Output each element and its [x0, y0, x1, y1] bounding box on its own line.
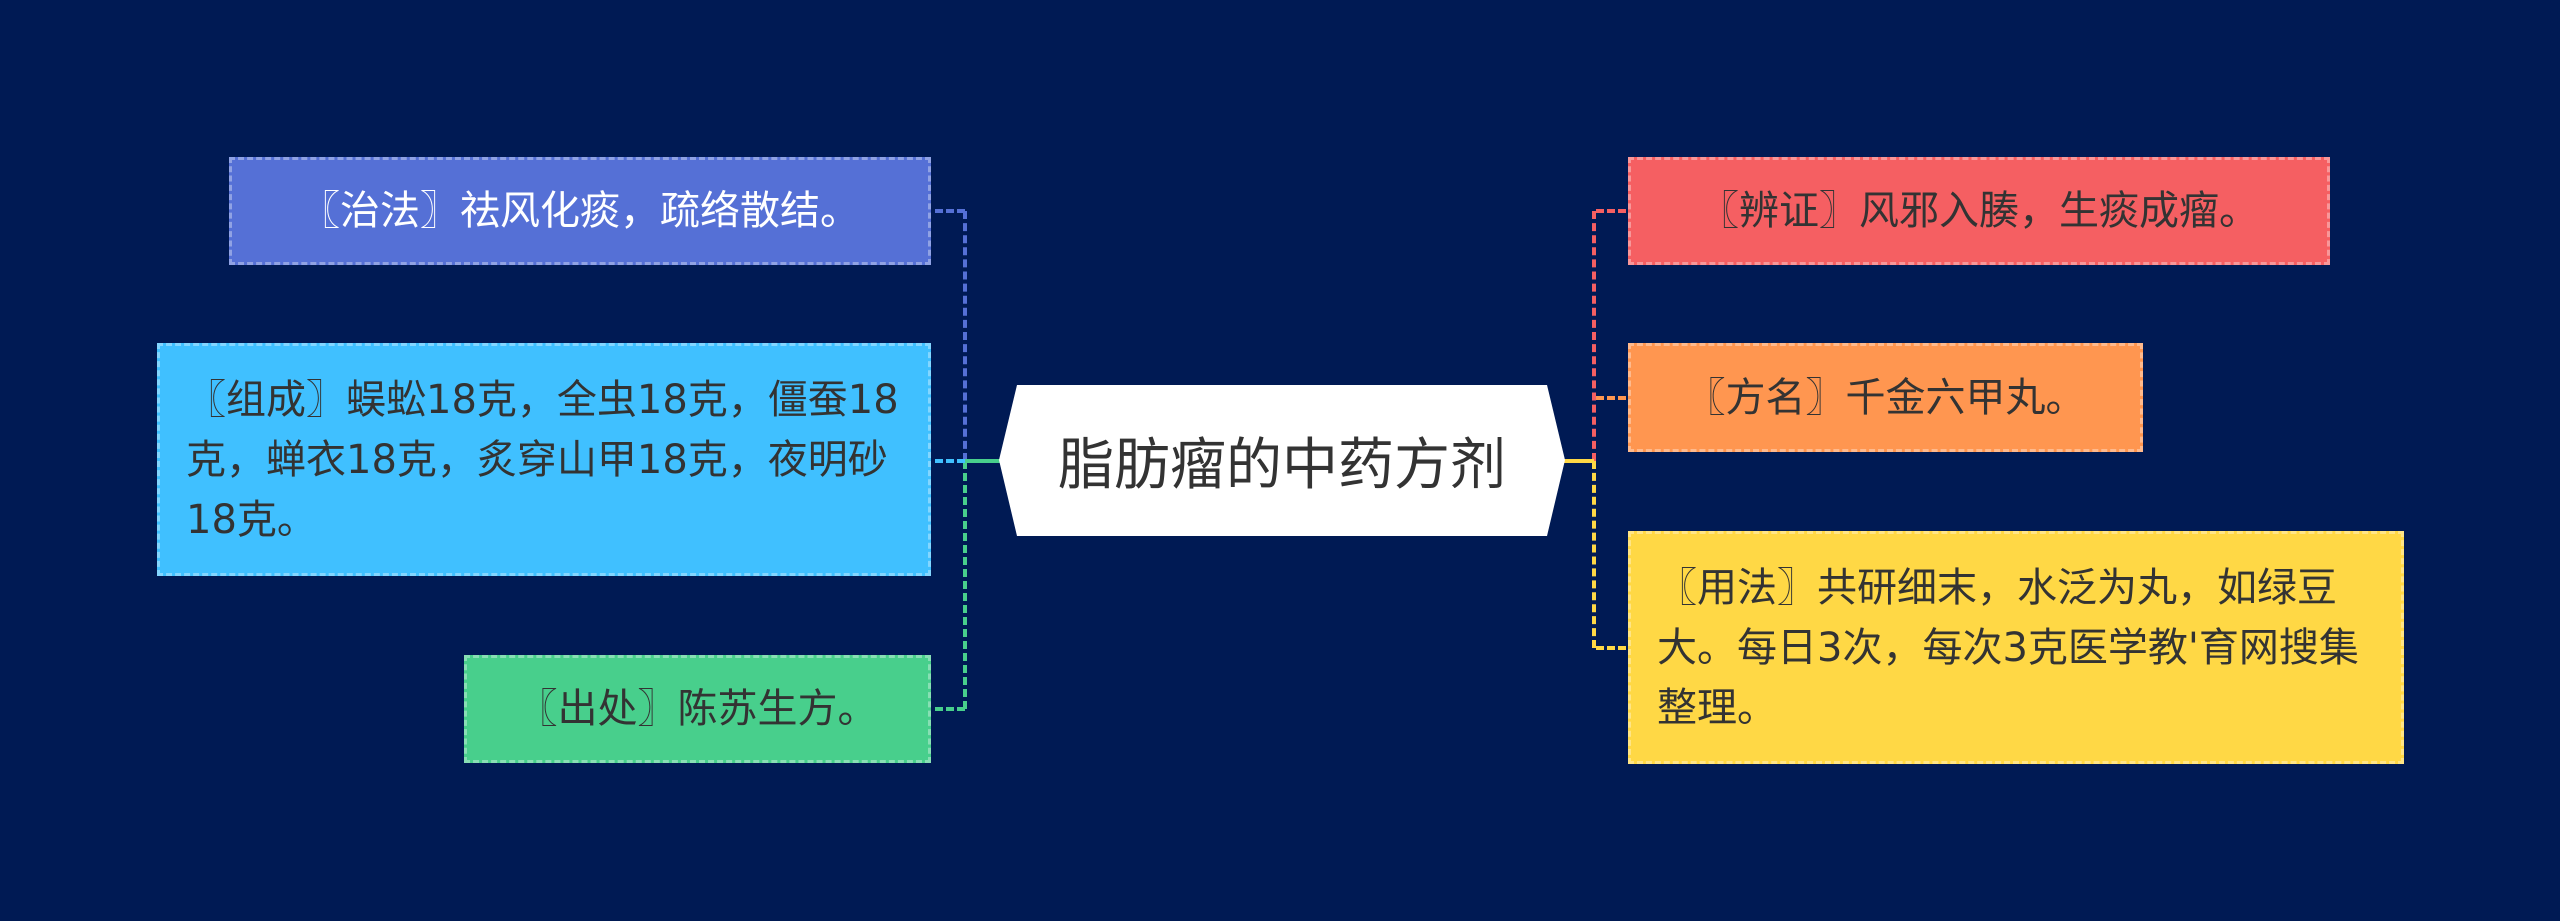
topic-zhifa-label: 〖治法〗祛风化痰，疏络散结。	[300, 188, 860, 234]
central-topic-label: 脂肪瘤的中药方剂	[1058, 433, 1506, 498]
hexagon-shape	[999, 385, 1565, 536]
topic-fangming-label: 〖方名〗千金六甲丸。	[1685, 374, 2086, 421]
topic-zucheng-label: 〖组成〗蜈蚣18克，全虫18克，僵蚕18克，蝉衣18克，炙穿山甲18克，夜明砂1…	[186, 376, 899, 543]
left-stem	[965, 459, 1001, 463]
topic-yongfa-label: 〖用法〗共研细末，水泛为丸，如绿豆大。每日3次，每次3克医学教'育网搜集整理。	[1657, 564, 2359, 731]
left-branch-zhifa	[935, 209, 965, 213]
left-branch-zucheng	[935, 459, 965, 463]
right-stem	[1562, 459, 1594, 463]
left-connector-lower	[963, 461, 967, 709]
right-connector-upper	[1592, 211, 1596, 461]
right-connector-lower	[1592, 461, 1596, 648]
topic-yongfa[interactable]: 〖用法〗共研细末，水泛为丸，如绿豆大。每日3次，每次3克医学教'育网搜集整理。	[1628, 531, 2404, 764]
topic-fangming[interactable]: 〖方名〗千金六甲丸。	[1628, 343, 2143, 452]
right-branch-yongfa	[1596, 646, 1626, 650]
central-topic[interactable]: 脂肪瘤的中药方剂	[999, 385, 1565, 536]
topic-zucheng[interactable]: 〖组成〗蜈蚣18克，全虫18克，僵蚕18克，蝉衣18克，炙穿山甲18克，夜明砂1…	[157, 343, 931, 576]
topic-bianzheng[interactable]: 〖辨证〗风邪入腠，生痰成瘤。	[1628, 157, 2330, 265]
topic-bianzheng-label: 〖辨证〗风邪入腠，生痰成瘤。	[1699, 188, 2259, 234]
left-branch-chuchu	[935, 707, 965, 711]
right-branch-bianzheng	[1596, 209, 1626, 213]
topic-chuchu[interactable]: 〖出处〗陈苏生方。	[464, 655, 931, 763]
topic-chuchu-label: 〖出处〗陈苏生方。	[517, 686, 878, 732]
left-connector-upper	[963, 211, 967, 461]
right-branch-fangming	[1596, 396, 1626, 400]
topic-zhifa[interactable]: 〖治法〗祛风化痰，疏络散结。	[229, 157, 931, 265]
